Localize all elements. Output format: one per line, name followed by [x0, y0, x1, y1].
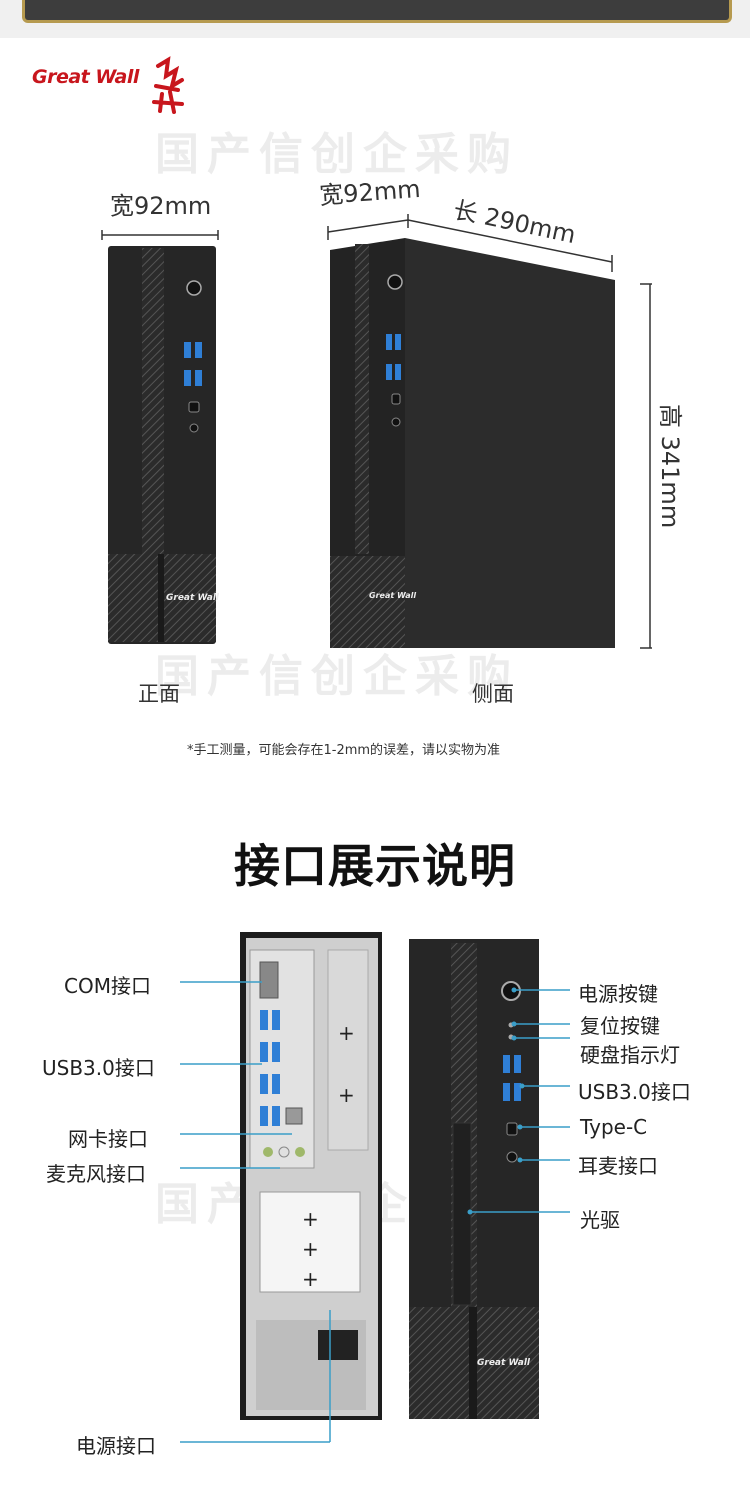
label-com-port: COM接口 — [64, 974, 151, 998]
label-hdd-indicator: 硬盘指示灯 — [580, 1043, 680, 1067]
watermark-1: 国产信创企采购 — [155, 129, 519, 180]
pc-front-view: Great Wall — [108, 246, 220, 644]
label-optical-drive: 光驱 — [580, 1208, 620, 1232]
front-width-label: 宽92mm — [110, 192, 212, 220]
svg-text:Great Wall: Great Wall — [166, 593, 220, 603]
brand-logo-icon — [148, 56, 188, 116]
svg-text:+: + — [302, 1207, 319, 1231]
label-usb3-front: USB3.0接口 — [578, 1080, 691, 1104]
svg-text:+: + — [338, 1021, 355, 1045]
label-mic-port: 麦克风接口 — [46, 1162, 146, 1186]
pc-side-view: Great Wall — [330, 238, 615, 648]
label-power-port: 电源接口 — [76, 1434, 156, 1458]
label-power-button: 电源按键 — [578, 982, 658, 1006]
pc-rear-view: + + + + + — [240, 932, 382, 1420]
svg-text:Great Wall: Great Wall — [369, 591, 416, 600]
top-banner-bar — [22, 0, 732, 23]
label-reset-button: 复位按键 — [580, 1014, 660, 1038]
svg-text:Great Wall: Great Wall — [477, 1358, 531, 1368]
label-headset-port: 耳麦接口 — [578, 1154, 658, 1178]
pc-front-detail-view: Great Wall — [409, 939, 539, 1419]
label-usb3-rear: USB3.0接口 — [42, 1056, 155, 1080]
svg-text:+: + — [302, 1267, 319, 1291]
ports-section-title: 接口展示说明 — [234, 839, 516, 893]
svg-text:+: + — [302, 1237, 319, 1261]
front-view-caption: 正面 — [138, 682, 180, 706]
callout-lines — [180, 981, 570, 1443]
watermark-2: 国产信创企采购 — [155, 651, 519, 702]
label-type-c: Type-C — [580, 1115, 648, 1139]
brand-logo-text: Great Wall — [32, 66, 139, 88]
svg-text:+: + — [338, 1083, 355, 1107]
measurement-note: *手工测量，可能会存在1-2mm的误差，请以实物为准 — [187, 743, 501, 758]
dimension-lines — [101, 214, 652, 649]
label-network-port: 网卡接口 — [68, 1127, 148, 1151]
side-view-caption: 侧面 — [472, 682, 514, 706]
